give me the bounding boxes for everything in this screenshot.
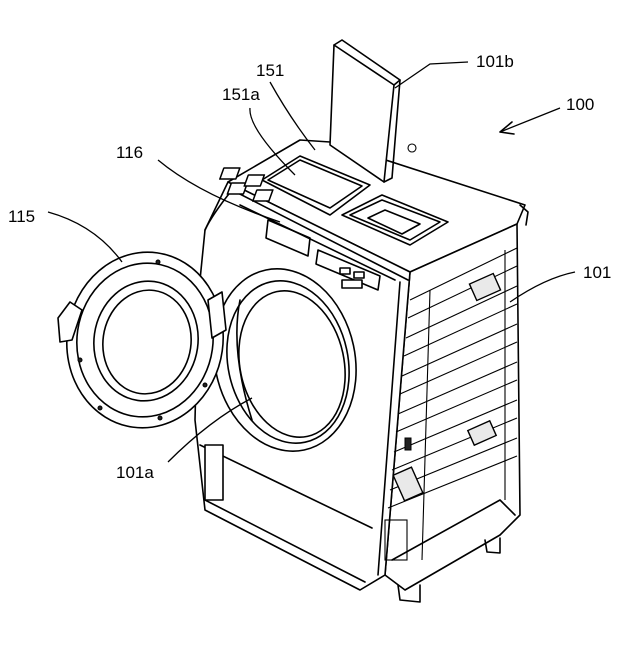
label-101b: 101b	[476, 52, 514, 71]
label-116: 116	[116, 143, 143, 162]
label-151a: 151a	[222, 85, 260, 104]
label-151: 151	[256, 61, 284, 80]
label-115: 115	[8, 207, 35, 226]
label-101a: 101a	[116, 463, 154, 482]
label-101: 101	[583, 263, 611, 282]
label-100: 100	[566, 95, 594, 114]
